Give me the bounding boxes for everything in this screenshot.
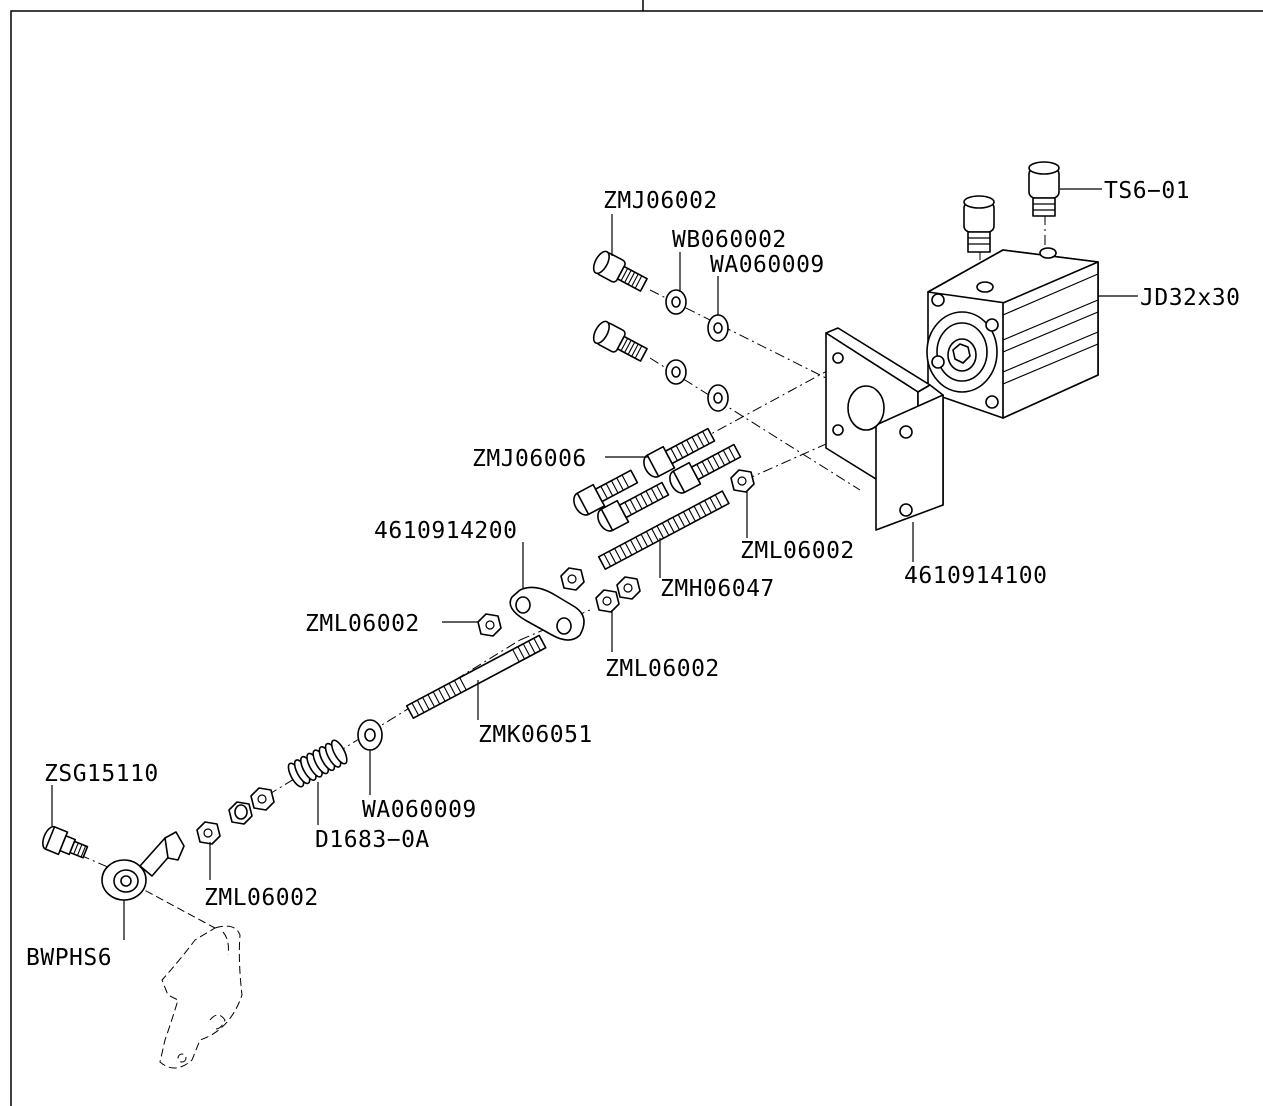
callout-zsg15110: ZSG15110 xyxy=(44,761,159,787)
lever-phantom xyxy=(159,925,243,1069)
pneumatic-cylinder-icon xyxy=(926,247,1099,419)
callout-4610914100: 4610914100 xyxy=(904,563,1047,589)
washer-icon xyxy=(665,289,729,412)
callout-wa060009-top: WA060009 xyxy=(710,252,825,278)
socket-head-screw-icon xyxy=(573,427,742,532)
assembly-center-lines xyxy=(79,215,1046,929)
callout-4610914200: 4610914200 xyxy=(374,518,517,544)
callout-zml06002-bottom: ZML06002 xyxy=(204,885,319,911)
callout-zmj06006: ZMJ06006 xyxy=(472,446,587,472)
callout-zmj06002: ZMJ06002 xyxy=(603,188,718,214)
threaded-rod xyxy=(405,634,547,719)
callout-zml06002-right: ZML06002 xyxy=(740,538,855,564)
leader-lines xyxy=(51,188,1138,940)
callout-bwphs6: BWPHS6 xyxy=(26,945,112,971)
callout-wa060009-bottom: WA060009 xyxy=(362,797,477,823)
callout-wb060002: WB060002 xyxy=(672,227,787,253)
connecting-plate xyxy=(509,586,585,641)
socket-head-screw-icon xyxy=(42,825,89,859)
part-callouts: TS6−01 JD32x30 ZMJ06002 WB060002 WA06000… xyxy=(26,178,1240,971)
drawing-frame xyxy=(10,0,1263,1106)
callout-ts6-01: TS6−01 xyxy=(1104,178,1190,204)
mounting-bracket xyxy=(825,327,944,531)
pneumatic-fitting-icon xyxy=(963,161,1060,253)
spring-icon xyxy=(287,739,348,788)
rod-end-bearing xyxy=(101,831,185,901)
washer-icon xyxy=(234,719,383,820)
callout-zml06002-left: ZML06002 xyxy=(305,611,420,637)
callout-zmk06051: ZMK06051 xyxy=(478,722,593,748)
callout-zml06002-mid: ZML06002 xyxy=(605,656,720,682)
threaded-stud xyxy=(597,490,730,570)
callout-jd32x30: JD32x30 xyxy=(1140,285,1240,311)
callout-zmh06047: ZMH06047 xyxy=(660,576,775,602)
callout-d1683-0a: D1683−0A xyxy=(315,827,430,853)
socket-head-screw-icon xyxy=(592,250,648,362)
